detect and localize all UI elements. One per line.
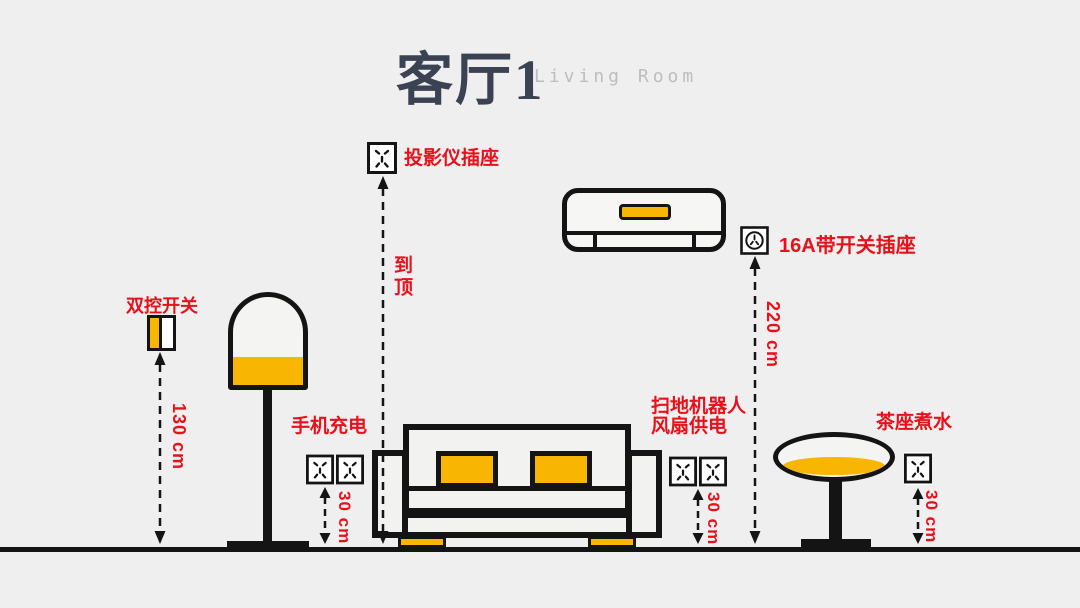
socket-16a-icon[interactable] bbox=[740, 226, 769, 255]
ac-display-panel bbox=[619, 204, 671, 220]
socket-5hole-icon-robot-1[interactable] bbox=[669, 456, 697, 487]
socket-5hole-icon-phone-1[interactable] bbox=[306, 454, 334, 485]
dim-line-ac-220 bbox=[749, 256, 761, 544]
page-title: 客厅1 bbox=[396, 49, 545, 112]
tea-table-label: 茶座煮水 bbox=[876, 412, 953, 433]
floor-line bbox=[0, 547, 1080, 552]
ac-vent-divider-right bbox=[692, 235, 696, 248]
ac-vent-line bbox=[567, 231, 721, 235]
dim-30cm-robot-label: 30 cm bbox=[704, 492, 723, 546]
page-subtitle: Living Room bbox=[534, 66, 698, 87]
switch-yellow-key bbox=[150, 318, 162, 348]
socket-5hole-icon-phone-2[interactable] bbox=[336, 454, 364, 485]
floor-lamp-base bbox=[227, 541, 309, 549]
sofa-front-skirt bbox=[386, 512, 648, 538]
projector-outlet-label: 投影仪插座 bbox=[404, 148, 500, 169]
sofa-seat-line bbox=[409, 486, 625, 491]
double-switch-icon[interactable] bbox=[147, 315, 176, 351]
sofa-foot-right bbox=[588, 536, 636, 548]
socket-5hole-icon-robot-2[interactable] bbox=[699, 456, 727, 487]
dim-130cm-label: 130 cm bbox=[169, 403, 189, 471]
dim-line-switch-130 bbox=[154, 352, 166, 544]
robot-label-line1: 扫地机器人 bbox=[651, 396, 747, 417]
robot-label-line2: 风扇供电 bbox=[651, 416, 728, 437]
dim-line-robot-30 bbox=[692, 489, 704, 544]
floor-lamp-pole bbox=[263, 388, 272, 544]
air-conditioner bbox=[562, 188, 726, 252]
ac-vent-divider-left bbox=[593, 235, 597, 248]
dim-line-projector bbox=[377, 176, 389, 544]
sofa-pillow-right bbox=[530, 451, 592, 488]
dim-220cm-label: 220 cm bbox=[763, 301, 783, 369]
socket-5hole-icon-projector[interactable] bbox=[367, 142, 397, 174]
socket-5hole-icon-tea[interactable] bbox=[904, 452, 932, 485]
16a-switch-outlet-label: 16A带开关插座 bbox=[779, 235, 916, 257]
table-top-glow bbox=[783, 457, 885, 475]
dim-line-tea-30 bbox=[912, 488, 924, 544]
lamp-glow bbox=[233, 357, 303, 385]
floor-lamp-shade bbox=[228, 292, 308, 390]
sofa-armrest-left bbox=[372, 450, 408, 538]
sofa-foot-left bbox=[398, 536, 446, 548]
table-pedestal bbox=[829, 480, 842, 542]
phone-charging-label: 手机充电 bbox=[291, 416, 368, 437]
sofa-armrest-right bbox=[626, 450, 662, 538]
table-base bbox=[801, 539, 871, 548]
round-table-top bbox=[773, 432, 895, 482]
sofa-pillow-left bbox=[436, 451, 498, 488]
to-ceiling-label: 到顶 bbox=[391, 255, 412, 299]
dim-30cm-tea-label: 30 cm bbox=[922, 490, 941, 544]
dim-line-phone-30 bbox=[319, 487, 331, 544]
dim-30cm-phone-label: 30 cm bbox=[335, 491, 354, 545]
double-control-switch-label: 双控开关 bbox=[126, 296, 198, 316]
